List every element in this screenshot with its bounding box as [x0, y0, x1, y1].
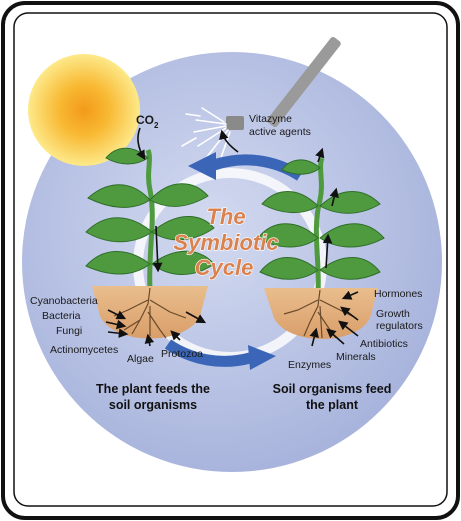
- caption-left-line-2: soil organisms: [109, 398, 197, 412]
- sprayer-label-line-1: Vitazyme: [249, 113, 292, 125]
- caption-left-line-1: The plant feeds the: [96, 382, 210, 396]
- title-line-1: The: [206, 204, 245, 229]
- title-line-2: Symbiotic: [173, 230, 278, 255]
- label-enzymes: Enzymes: [288, 359, 331, 371]
- label-algae: Algae: [127, 353, 154, 365]
- caption-right-line-1: Soil organisms feed: [273, 382, 392, 396]
- label-regulators: regulators: [376, 320, 423, 332]
- title-line-3: Cycle: [195, 255, 254, 280]
- caption-right-line-2: the plant: [306, 398, 359, 412]
- label-actinomycetes: Actinomycetes: [50, 344, 118, 356]
- label-minerals: Minerals: [336, 351, 376, 363]
- label-fungi: Fungi: [56, 325, 82, 337]
- sprayer-label-line-2: active agents: [249, 126, 311, 138]
- label-hormones: Hormones: [374, 288, 422, 300]
- label-cyanobacteria: Cyanobacteria: [30, 295, 98, 307]
- label-growth: Growth: [376, 308, 410, 320]
- label-bacteria: Bacteria: [42, 310, 81, 322]
- label-protozoa: Protozoa: [161, 348, 203, 360]
- label-antibiotics: Antibiotics: [360, 338, 408, 350]
